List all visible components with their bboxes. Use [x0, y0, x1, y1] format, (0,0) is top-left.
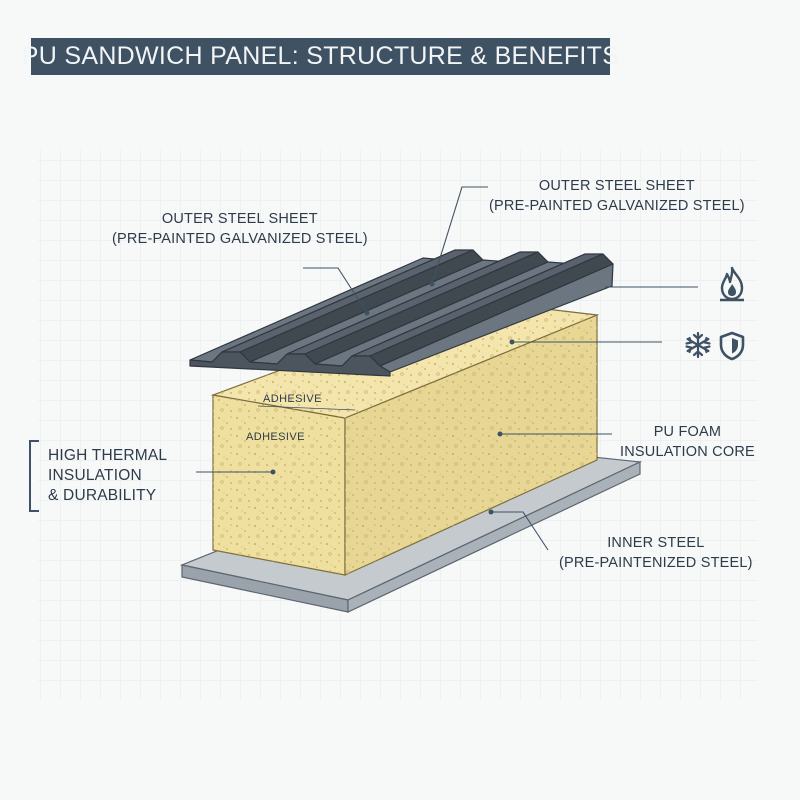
foam-core-label-line1: PU FOAM — [653, 424, 722, 440]
outer-sheet-label-left-line2: (PRE-PAINTED GALVANIZED STEEL) — [112, 231, 368, 247]
benefit-label-line3: & DURABILITY — [48, 487, 157, 504]
inner-steel-label-line1: INNER STEEL — [607, 535, 705, 551]
outer-sheet-label-right-line2: (PRE-PAINTED GALVANIZED STEEL) — [489, 198, 745, 214]
page-title: PU SANDWICH PANEL: STRUCTURE & BENEFITS — [22, 38, 619, 75]
benefit-label: HIGH THERMAL INSULATION & DURABILITY — [48, 446, 167, 506]
leader-lines — [196, 186, 698, 551]
benefit-bracket — [29, 440, 39, 512]
adhesive-label-top: ADHESIVE — [263, 393, 322, 405]
leader-dots — [270, 281, 515, 515]
inner-steel-label: INNER STEEL (PRE-PAINTENIZED STEEL) — [559, 533, 753, 573]
snowflake-icon — [685, 331, 711, 359]
outer-sheet-label-right: OUTER STEEL SHEET (PRE-PAINTED GALVANIZE… — [489, 176, 745, 216]
outer-sheet-label-left-line1: OUTER STEEL SHEET — [161, 211, 318, 227]
shield-icon — [719, 331, 745, 361]
fire-icon — [720, 266, 744, 302]
foam-core-label: PU FOAM INSULATION CORE — [620, 422, 755, 462]
foam-core-label-line2: INSULATION CORE — [620, 444, 755, 460]
outer-sheet-label-right-line1: OUTER STEEL SHEET — [538, 178, 695, 194]
benefit-label-line2: INSULATION — [48, 467, 142, 484]
benefit-label-line1: HIGH THERMAL — [48, 447, 168, 464]
outer-sheet-label-left: OUTER STEEL SHEET (PRE-PAINTED GALVANIZE… — [112, 209, 368, 249]
adhesive-label-face: ADHESIVE — [246, 431, 305, 443]
inner-steel-label-line2: (PRE-PAINTENIZED STEEL) — [559, 555, 753, 571]
outer-steel-sheet — [189, 249, 614, 377]
